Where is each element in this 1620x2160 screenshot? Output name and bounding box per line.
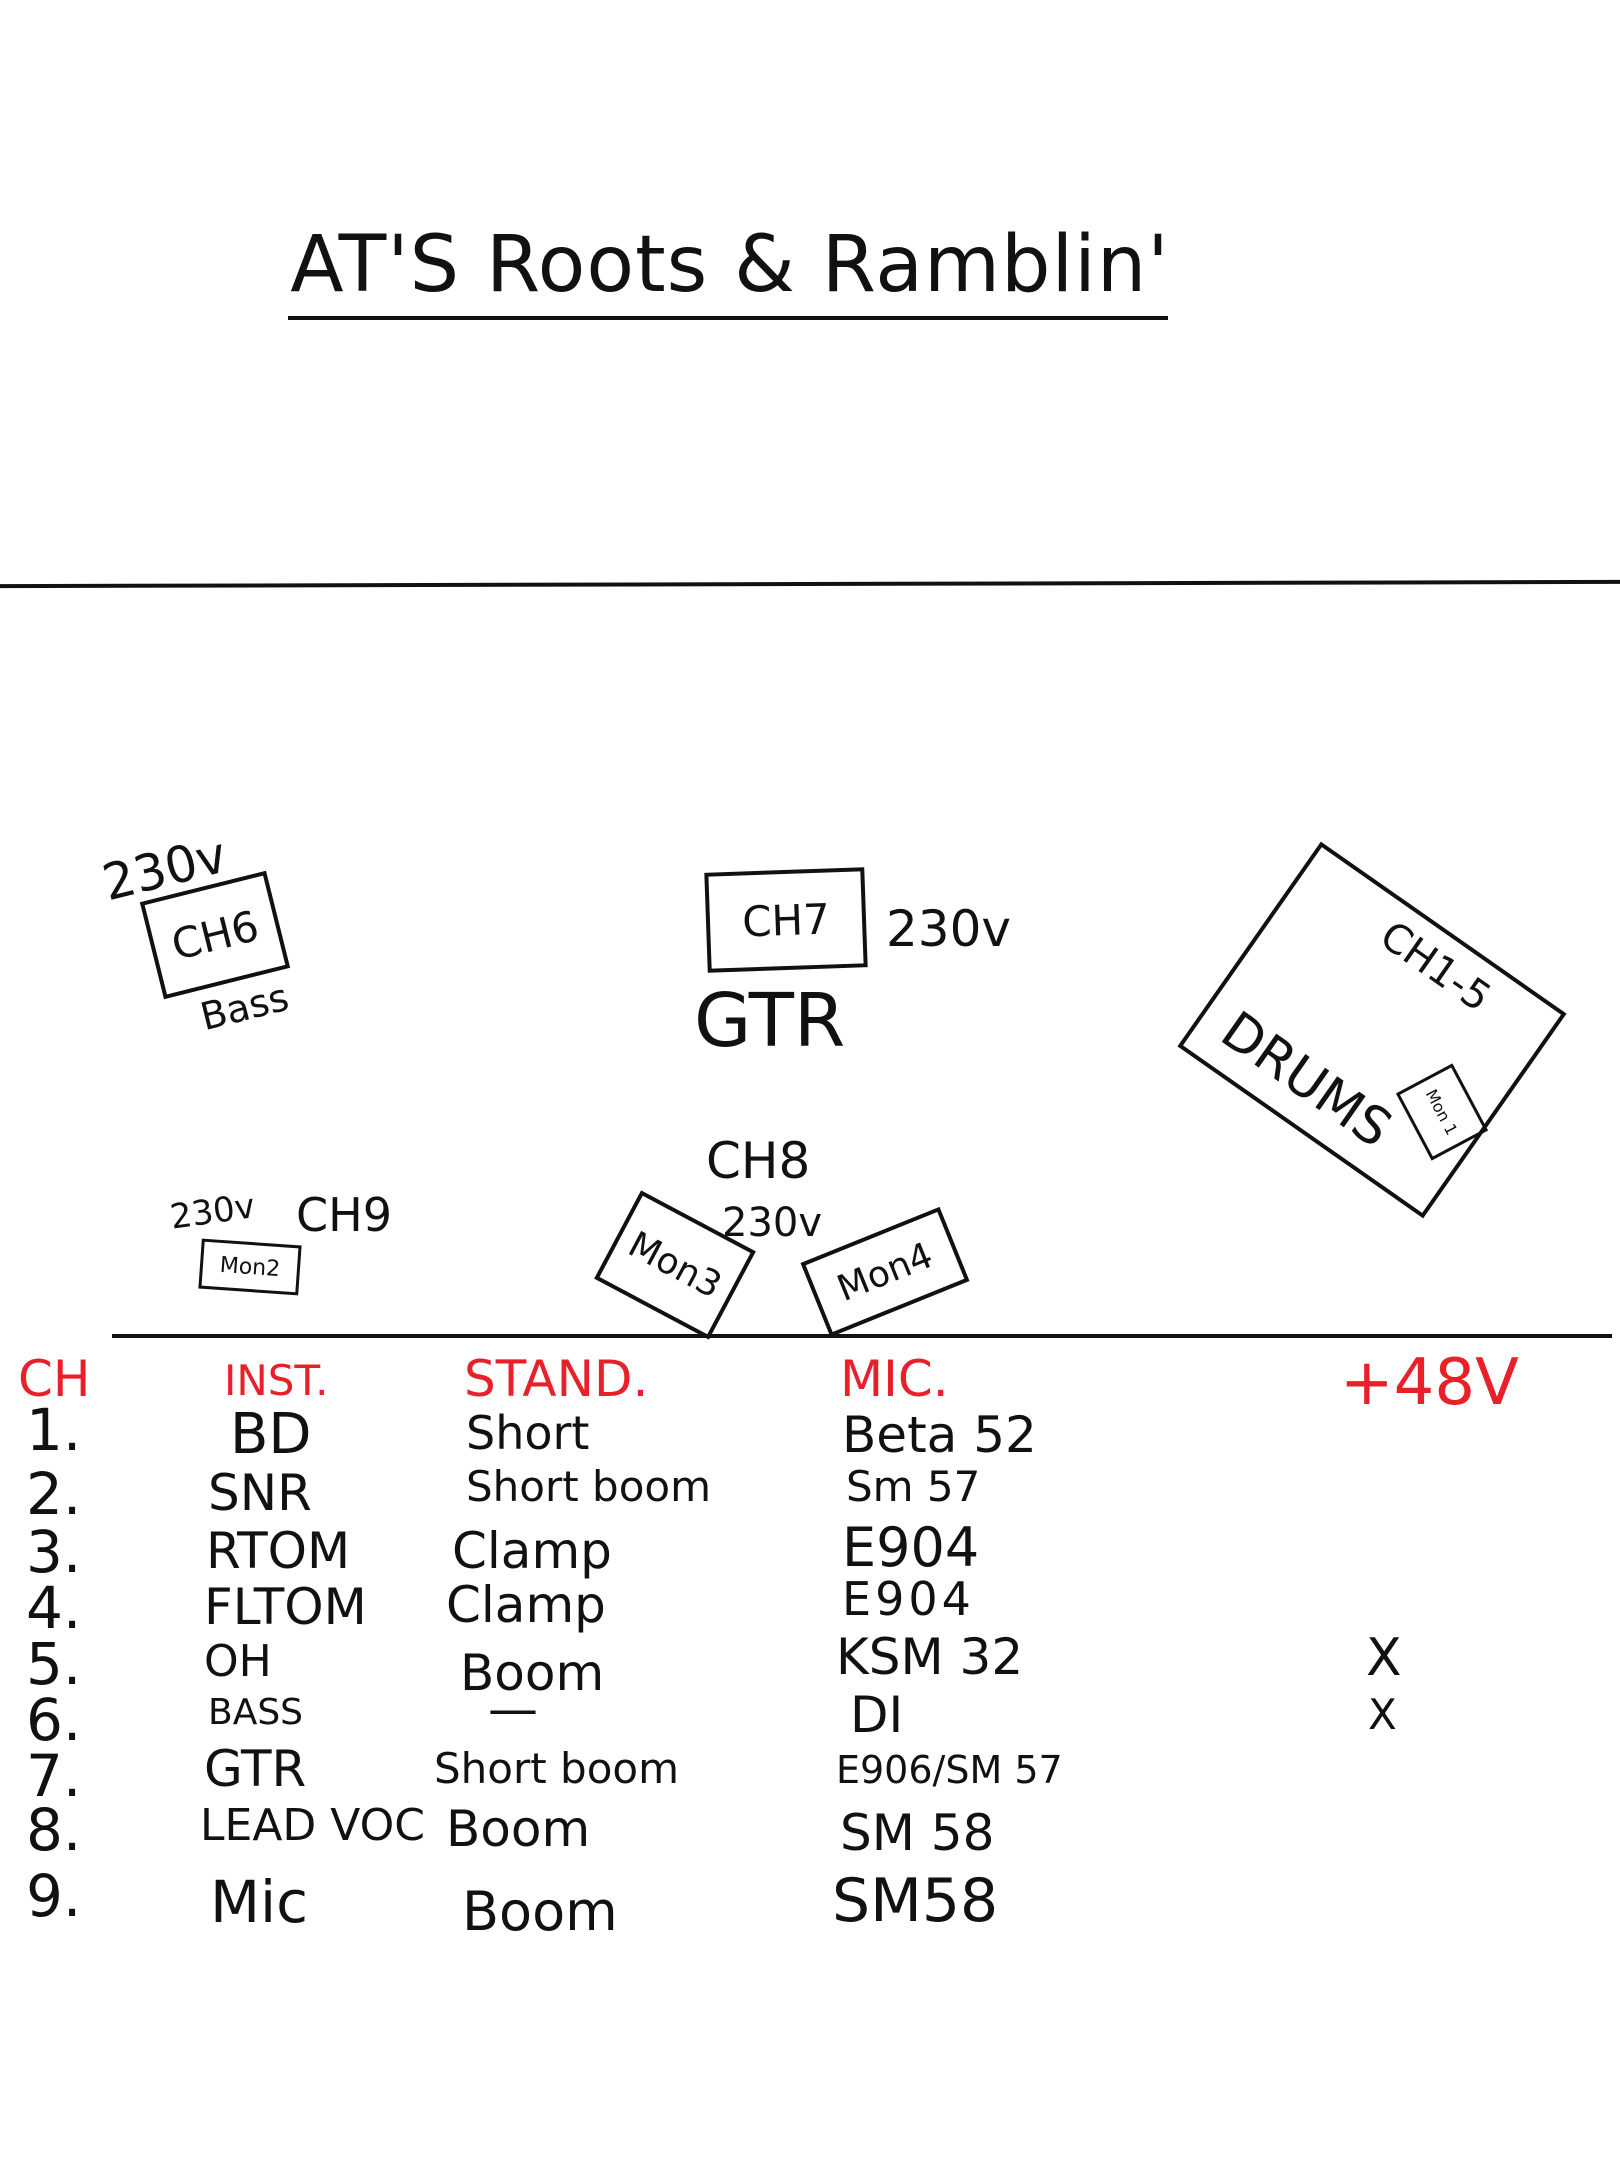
row-ch: 1.	[26, 1396, 82, 1464]
row-inst: BASS	[208, 1692, 304, 1733]
monitor-2-label: Mon2	[218, 1252, 281, 1282]
mic-channel-label: CH9	[296, 1188, 392, 1242]
row-mic: E904	[842, 1516, 980, 1579]
monitor-2: Mon2	[198, 1238, 302, 1296]
header-mic: MIC.	[840, 1350, 949, 1408]
title-underline	[288, 316, 1168, 320]
guitar-channel-label: CH7	[741, 893, 831, 947]
guitar-amp: CH7	[704, 867, 868, 973]
row-mic: SM58	[832, 1866, 999, 1936]
row-inst: FLTOM	[204, 1578, 367, 1636]
row-stand: —	[488, 1680, 538, 1738]
row-mic: DI	[850, 1686, 904, 1744]
row-mic: E904	[842, 1572, 975, 1626]
row-stand: Clamp	[452, 1522, 612, 1580]
row-ch: 5.	[26, 1630, 82, 1698]
row-ch: 3.	[26, 1518, 82, 1586]
row-phantom: X	[1368, 1690, 1397, 1739]
stage-edge-line	[0, 579, 1620, 589]
mic-power-label: 230v	[167, 1186, 258, 1238]
header-ch: CH	[18, 1350, 91, 1408]
header-phantom: +48V	[1340, 1346, 1519, 1420]
row-inst: BD	[230, 1402, 312, 1467]
row-ch: 8.	[26, 1796, 82, 1864]
input-list-divider	[112, 1334, 1612, 1338]
row-ch: 4.	[26, 1574, 82, 1642]
vocal-power-label: 230v	[722, 1200, 823, 1246]
header-stand: STAND.	[464, 1350, 649, 1408]
row-inst: RTOM	[206, 1522, 351, 1580]
row-stand: Boom	[462, 1880, 618, 1943]
row-mic: E906/SM 57	[836, 1748, 1063, 1792]
row-inst: Mic	[210, 1868, 309, 1936]
page-title: AT'S Roots & Ramblin'	[290, 220, 1170, 310]
row-mic: SM 58	[840, 1804, 995, 1862]
monitor-3-label: Mon3	[621, 1223, 729, 1307]
row-ch: 2.	[26, 1460, 82, 1528]
row-mic: Sm 57	[846, 1462, 981, 1511]
drums-channel-label: CH1-5	[1371, 912, 1500, 1022]
row-stand: Clamp	[446, 1576, 606, 1634]
drum-monitor-label: Mon 1	[1422, 1085, 1462, 1139]
row-stand: Boom	[446, 1800, 591, 1858]
row-stand: Short	[466, 1406, 590, 1460]
guitar-label: GTR	[694, 978, 846, 1064]
row-inst: LEAD VOC	[200, 1800, 425, 1851]
vocal-channel-label: CH8	[706, 1132, 811, 1190]
monitor-4-label: Mon4	[831, 1234, 939, 1310]
row-phantom: X	[1366, 1628, 1402, 1688]
row-mic: KSM 32	[836, 1628, 1024, 1686]
row-ch: 7.	[26, 1742, 82, 1810]
row-stand: Short boom	[466, 1462, 712, 1511]
monitor-4: Mon4	[800, 1206, 970, 1338]
row-inst: OH	[204, 1636, 272, 1687]
row-stand: Boom	[460, 1644, 605, 1702]
row-mic: Beta 52	[842, 1406, 1037, 1464]
row-ch: 9.	[26, 1862, 82, 1930]
row-ch: 6.	[26, 1686, 82, 1754]
header-inst: INST.	[224, 1356, 329, 1405]
row-inst: SNR	[208, 1464, 312, 1522]
bass-channel-label: CH6	[166, 900, 264, 970]
row-inst: GTR	[204, 1740, 307, 1798]
row-stand: Short boom	[434, 1744, 680, 1793]
guitar-power-label: 230v	[886, 900, 1012, 958]
